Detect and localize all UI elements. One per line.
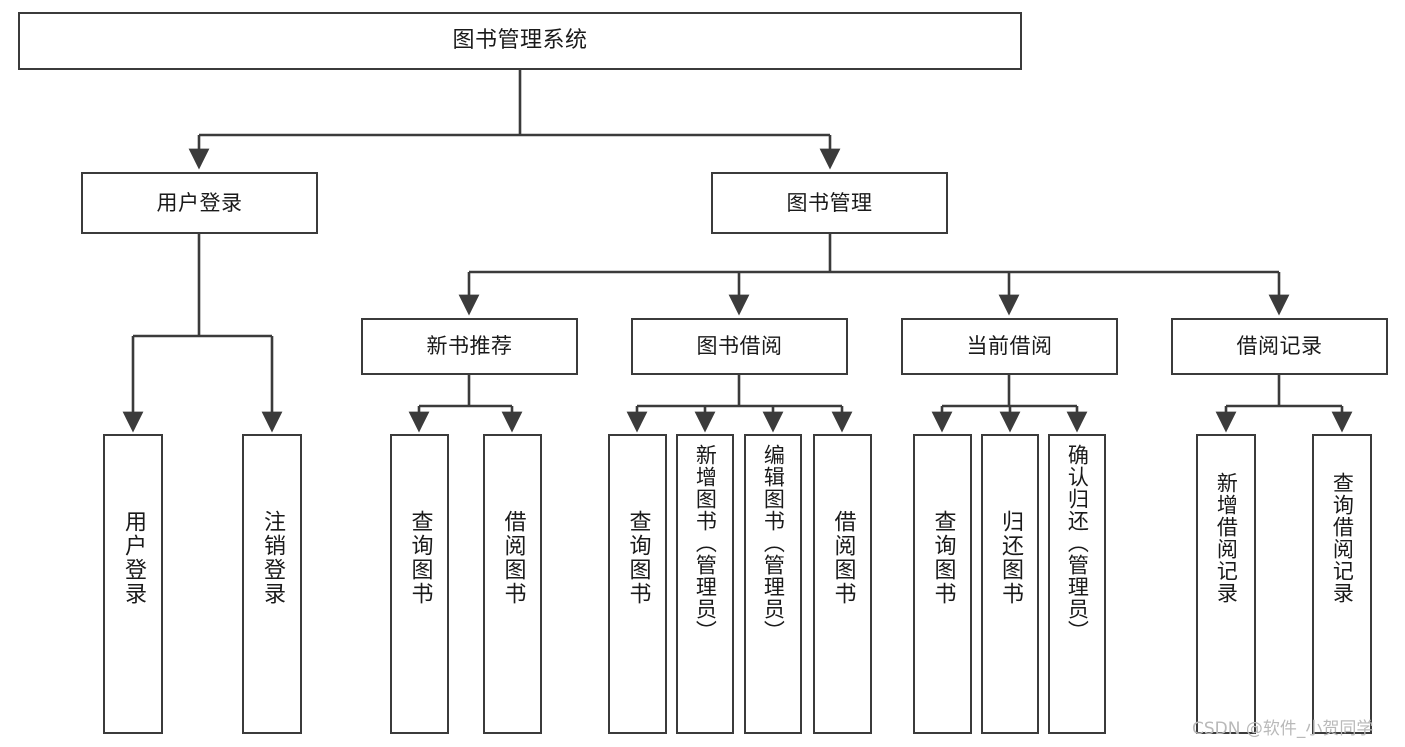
node-leaf-user-login-label: 用户登录 xyxy=(120,510,146,606)
node-leaf-borrow-book-2-label: 借阅图书 xyxy=(830,510,856,606)
node-leaf-query-book-2[interactable]: 查询图书 xyxy=(608,434,667,734)
node-leaf-borrow-book-1-label: 借阅图书 xyxy=(500,510,526,606)
node-leaf-borrow-book-1[interactable]: 借阅图书 xyxy=(483,434,542,734)
node-new-book-recommend-label: 新书推荐 xyxy=(426,334,513,359)
node-book-borrow[interactable]: 图书借阅 xyxy=(631,318,848,375)
node-current-borrow-label: 当前借阅 xyxy=(966,334,1053,359)
node-leaf-query-book-3[interactable]: 查询图书 xyxy=(913,434,972,734)
node-leaf-query-borrow-record[interactable]: 查询借阅记录 xyxy=(1312,434,1372,734)
node-leaf-edit-book[interactable]: 编辑图书（管理员） xyxy=(744,434,802,734)
node-new-book-recommend[interactable]: 新书推荐 xyxy=(361,318,578,375)
node-leaf-confirm-return[interactable]: 确认归还（管理员） xyxy=(1048,434,1106,734)
node-leaf-query-book-3-label: 查询图书 xyxy=(930,510,956,606)
node-root[interactable]: 图书管理系统 xyxy=(18,12,1022,70)
node-leaf-borrow-book-2[interactable]: 借阅图书 xyxy=(813,434,872,734)
node-leaf-user-login[interactable]: 用户登录 xyxy=(103,434,163,734)
node-book-borrow-label: 图书借阅 xyxy=(696,334,783,359)
node-user-login[interactable]: 用户登录 xyxy=(81,172,318,234)
csdn-watermark: CSDN @软件_小贺同学 xyxy=(1192,719,1374,739)
node-leaf-query-book-2-label: 查询图书 xyxy=(625,510,651,606)
node-leaf-return-book-label: 归还图书 xyxy=(997,510,1023,606)
node-leaf-edit-book-label: 编辑图书（管理员） xyxy=(761,444,786,642)
node-leaf-query-book-1-label: 查询图书 xyxy=(407,510,433,606)
node-book-manage[interactable]: 图书管理 xyxy=(711,172,948,234)
node-root-label: 图书管理系统 xyxy=(452,28,588,54)
node-book-manage-label: 图书管理 xyxy=(786,190,873,215)
node-leaf-add-book-label: 新增图书（管理员） xyxy=(693,444,718,642)
node-leaf-confirm-return-label: 确认归还（管理员） xyxy=(1065,444,1090,642)
node-leaf-logout-login-label: 注销登录 xyxy=(259,510,285,606)
node-leaf-add-borrow-record-label: 新增借阅记录 xyxy=(1214,472,1239,604)
node-leaf-return-book[interactable]: 归还图书 xyxy=(981,434,1039,734)
node-current-borrow[interactable]: 当前借阅 xyxy=(901,318,1118,375)
node-leaf-query-borrow-record-label: 查询借阅记录 xyxy=(1330,472,1355,604)
node-borrow-record-label: 借阅记录 xyxy=(1236,334,1323,359)
node-borrow-record[interactable]: 借阅记录 xyxy=(1171,318,1388,375)
node-leaf-logout-login[interactable]: 注销登录 xyxy=(242,434,302,734)
node-leaf-add-borrow-record[interactable]: 新增借阅记录 xyxy=(1196,434,1256,734)
node-leaf-add-book[interactable]: 新增图书（管理员） xyxy=(676,434,734,734)
node-leaf-query-book-1[interactable]: 查询图书 xyxy=(390,434,449,734)
node-user-login-label: 用户登录 xyxy=(156,190,243,215)
